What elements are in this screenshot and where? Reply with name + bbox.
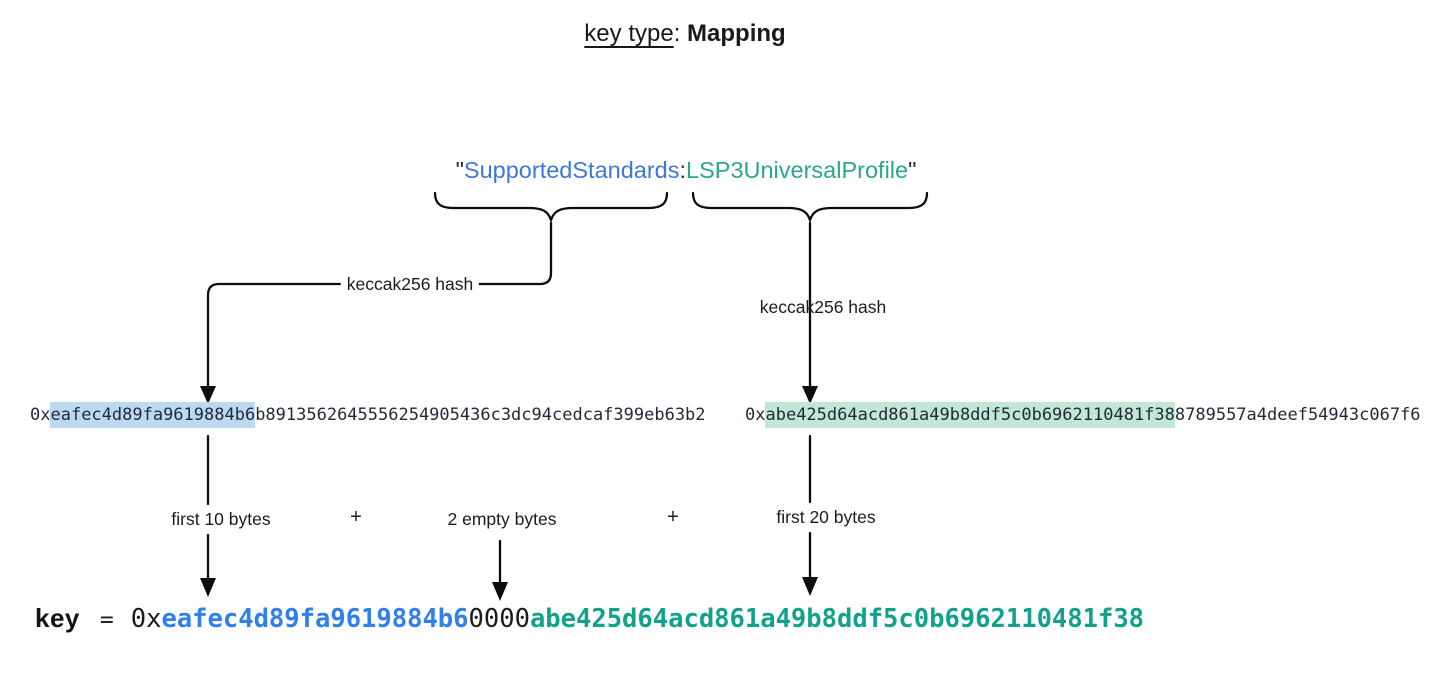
result-key-empty-bytes: 0000 [468,604,530,634]
title-colon: : [673,20,688,47]
first10-arrowhead-icon [200,578,216,597]
key-type-value: Mapping [687,20,786,47]
left-hash-value: 0xeafec4d89fa9619884b6b89135626455562549… [30,402,706,428]
page-title: key type: Mapping [435,20,935,48]
right-hash-remainder: 8789557a4deef54943c067f6 [1174,405,1421,425]
first-20-bytes-label: first 20 bytes [776,507,876,527]
result-key-first20: abe425d64acd861a49b8ddf5c0b6962110481f38 [529,604,1145,634]
left-hash-prefix: 0x [30,405,51,425]
underbrace-left-icon [433,191,669,224]
underbrace-right-icon [691,191,929,224]
right-hash-value: 0xabe425d64acd861a49b8ddf5c0b6962110481f… [745,402,1421,428]
right-hash-highlight: abe425d64acd861a49b8ddf5c0b6962110481f38 [765,402,1175,428]
left-hash-highlight: eafec4d89fa9619884b6 [50,402,256,428]
plus-sign-right: + [667,506,679,528]
equals-sign: = [99,607,114,633]
key-label: key [35,603,80,633]
result-key-value: 0xeafec4d89fa9619884b60000abe425d64acd86… [131,604,1144,634]
mapping-colon: : [679,157,687,183]
mapping-second-word: LSP3UniversalProfile [686,157,909,183]
first-10-bytes-label: first 10 bytes [171,509,271,529]
mapping-source-string: "SupportedStandards:LSP3UniversalProfile… [420,157,952,184]
left-elbow-connector [206,221,553,390]
open-quote: " [455,157,464,183]
result-key-prefix: 0x [130,604,162,634]
plus-sign-left: + [350,506,362,528]
left-hash-remainder: b8913562645556254905436c3dc94cedcaf399eb… [255,405,706,425]
keccak-hash-label-right: keccak256 hash [759,297,887,317]
right-hash-prefix: 0x [745,405,766,425]
mapping-first-word: SupportedStandards [463,157,680,183]
keccak-hash-label-left: keccak256 hash [340,274,480,295]
key-type-label: key type [584,20,674,47]
result-key-first10: eafec4d89fa9619884b6 [161,604,469,634]
right-hash-arrowhead-icon [802,386,818,404]
empty-bytes-arrowhead-icon [492,582,508,601]
close-quote: " [908,157,917,183]
result-key-row: key = 0xeafec4d89fa9619884b60000abe425d6… [35,603,1144,634]
first20-arrowhead-icon [802,577,818,596]
left-hash-arrowhead-icon [200,386,216,404]
empty-bytes-label: 2 empty bytes [447,509,557,529]
